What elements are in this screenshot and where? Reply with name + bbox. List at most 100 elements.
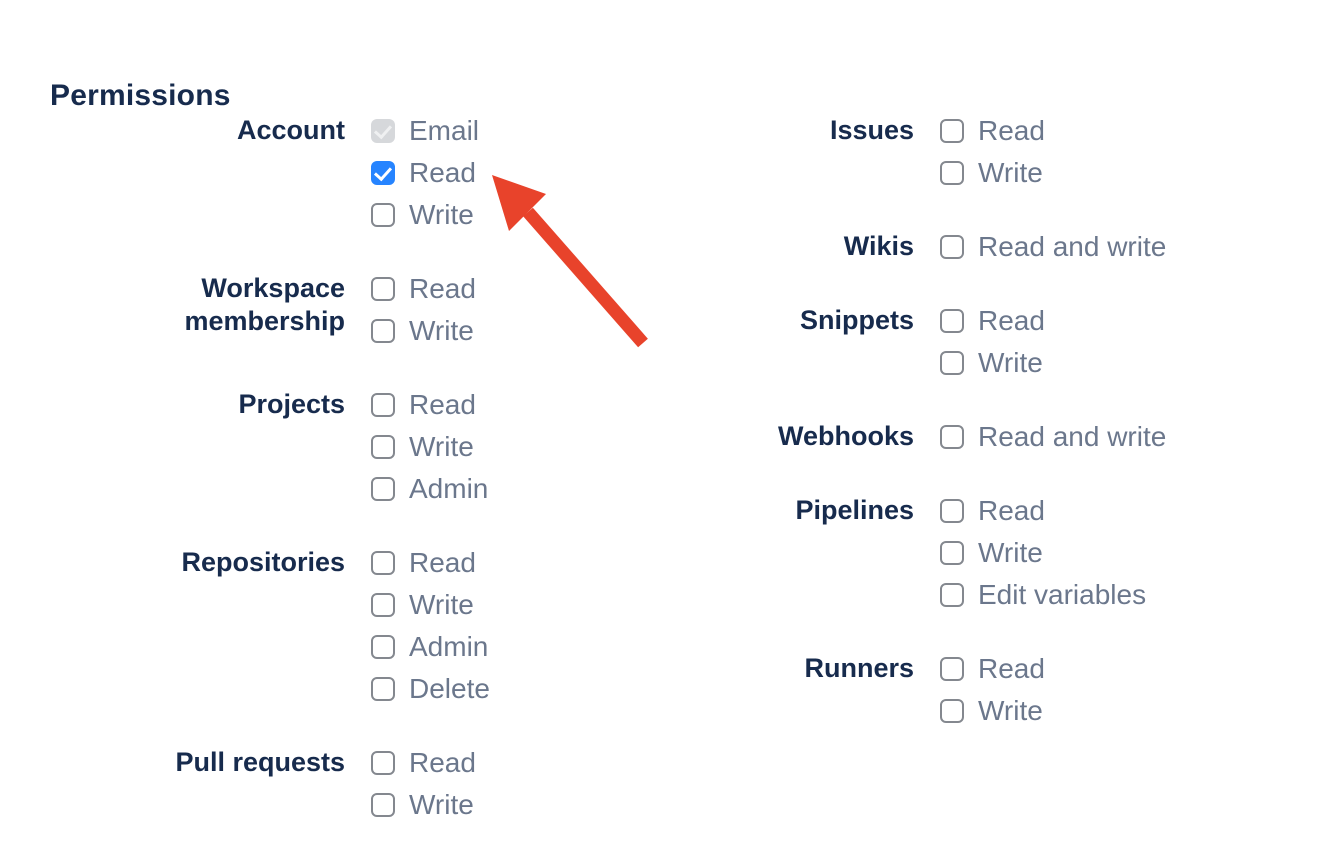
checkbox-pipelines-edit-variables[interactable] <box>940 583 964 607</box>
permission-options: Read and write <box>940 226 1166 268</box>
option-row-wikis-read-and-write[interactable]: Read and write <box>940 226 1166 268</box>
option-label: Write <box>978 695 1043 726</box>
checkbox-issues-read[interactable] <box>940 119 964 143</box>
permission-group-label: Runners <box>804 653 914 683</box>
checkbox-issues-write[interactable] <box>940 161 964 185</box>
option-label: Read <box>409 547 476 578</box>
option-row-repositories-delete[interactable]: Delete <box>371 668 490 710</box>
permission-group-label: Repositories <box>181 547 345 577</box>
option-row-repositories-read[interactable]: Read <box>371 542 490 584</box>
option-row-account-email[interactable]: Email <box>371 110 490 152</box>
option-row-runners-read[interactable]: Read <box>940 648 1166 690</box>
checkbox-runners-write[interactable] <box>940 699 964 723</box>
option-row-repositories-admin[interactable]: Admin <box>371 626 490 668</box>
option-row-projects-write[interactable]: Write <box>371 426 490 468</box>
option-row-repositories-write[interactable]: Write <box>371 584 490 626</box>
checkbox-repositories-read[interactable] <box>371 551 395 575</box>
checkbox-pull-requests-write[interactable] <box>371 793 395 817</box>
permission-group-label: Wikis <box>843 231 914 261</box>
checkbox-projects-write[interactable] <box>371 435 395 459</box>
option-row-pull-requests-write[interactable]: Write <box>371 784 490 826</box>
option-label: Admin <box>409 473 489 504</box>
checkbox-wikis-read-and-write[interactable] <box>940 235 964 259</box>
option-label: Read and write <box>978 231 1167 262</box>
option-label: Write <box>409 315 474 346</box>
option-row-runners-write[interactable]: Write <box>940 690 1166 732</box>
option-label: Read <box>978 115 1045 146</box>
checkbox-pull-requests-read[interactable] <box>371 751 395 775</box>
checkbox-repositories-write[interactable] <box>371 593 395 617</box>
option-row-pull-requests-read[interactable]: Read <box>371 742 490 784</box>
option-label: Write <box>978 157 1043 188</box>
permission-group-label: Account <box>237 115 345 145</box>
option-row-snippets-read[interactable]: Read <box>940 300 1166 342</box>
checkbox-snippets-write[interactable] <box>940 351 964 375</box>
permission-group-wikis: Wikis Read and write <box>754 226 1167 268</box>
option-label: Read <box>978 495 1045 526</box>
checkbox-workspace-membership-read[interactable] <box>371 277 395 301</box>
checkbox-pipelines-write[interactable] <box>940 541 964 565</box>
checkbox-account-write[interactable] <box>371 203 395 227</box>
option-row-account-read[interactable]: Read <box>371 152 490 194</box>
option-row-pipelines-edit-variables[interactable]: Edit variables <box>940 574 1166 616</box>
option-row-pipelines-write[interactable]: Write <box>940 532 1166 574</box>
checkbox-projects-read[interactable] <box>371 393 395 417</box>
option-label: Read <box>409 157 476 188</box>
permissions-heading: Permissions <box>50 79 231 112</box>
checkbox-account-email <box>371 119 395 143</box>
option-label: Admin <box>409 631 489 662</box>
checkbox-workspace-membership-write[interactable] <box>371 319 395 343</box>
permission-group-label: Workspace membership <box>184 273 345 336</box>
option-row-workspace-membership-read[interactable]: Read <box>371 268 490 310</box>
option-label: Write <box>409 589 474 620</box>
checkbox-snippets-read[interactable] <box>940 309 964 333</box>
option-label: Write <box>409 199 474 230</box>
option-label: Delete <box>409 673 490 704</box>
permission-group-label: Pipelines <box>795 495 914 525</box>
option-label: Read <box>409 747 476 778</box>
option-row-workspace-membership-write[interactable]: Write <box>371 310 490 352</box>
option-row-issues-write[interactable]: Write <box>940 152 1166 194</box>
option-label: Read <box>978 653 1045 684</box>
option-row-webhooks-read-and-write[interactable]: Read and write <box>940 416 1166 458</box>
checkbox-pipelines-read[interactable] <box>940 499 964 523</box>
checkbox-repositories-delete[interactable] <box>371 677 395 701</box>
checkbox-account-read[interactable] <box>371 161 395 185</box>
checkbox-repositories-admin[interactable] <box>371 635 395 659</box>
option-label: Write <box>409 789 474 820</box>
permission-options: Read and write <box>940 416 1166 458</box>
checkbox-runners-read[interactable] <box>940 657 964 681</box>
permission-group-label: Webhooks <box>777 421 914 451</box>
option-label: Read <box>409 389 476 420</box>
option-row-pipelines-read[interactable]: Read <box>940 490 1166 532</box>
permission-group-webhooks: Webhooks Read and write <box>754 416 1166 458</box>
option-row-projects-read[interactable]: Read <box>371 384 490 426</box>
option-row-account-write[interactable]: Write <box>371 194 490 236</box>
option-row-issues-read[interactable]: Read <box>940 110 1166 152</box>
option-row-snippets-write[interactable]: Write <box>940 342 1166 384</box>
checkbox-webhooks-read-and-write[interactable] <box>940 425 964 449</box>
option-row-projects-admin[interactable]: Admin <box>371 468 490 510</box>
option-label: Write <box>409 431 474 462</box>
option-label: Edit variables <box>978 579 1147 610</box>
checkbox-projects-admin[interactable] <box>371 477 395 501</box>
